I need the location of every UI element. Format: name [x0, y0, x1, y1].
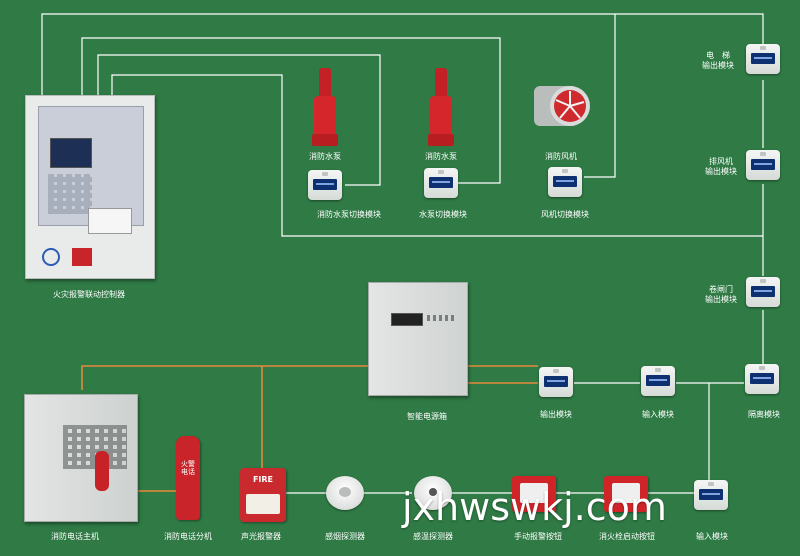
phone-handset-icon	[95, 451, 109, 491]
shutter-door-output-module	[746, 277, 780, 307]
input-module-label: 输入模块	[642, 410, 674, 419]
controller-keypad	[48, 174, 92, 214]
smoke-detector	[326, 476, 364, 510]
water-pump-switch-module	[424, 168, 458, 198]
isolation-module-label: 隔离模块	[748, 410, 780, 419]
heat-detector-label: 感温探测器	[413, 532, 453, 541]
heat-detector	[414, 476, 452, 510]
pump2-label: 消防水泵	[425, 152, 457, 161]
fire-phone-extension: 火警电话	[176, 436, 200, 520]
power-box-display	[391, 313, 423, 326]
controller-label: 火灾报警联动控制器	[53, 290, 125, 299]
manual-alarm-button	[512, 476, 556, 512]
wire-main-loop	[111, 74, 763, 237]
intelligent-power-box	[368, 282, 468, 396]
exhaust-module-label: 排风机 输出模块	[705, 157, 737, 176]
fire-pump-1	[312, 68, 338, 148]
elevator-module-label: 电 梯 输出模块	[702, 51, 734, 70]
watermark-text: jxhwswkj.com	[402, 485, 667, 529]
sounder-label: 声光报警器	[241, 532, 281, 541]
ccc-logo-icon	[42, 248, 60, 266]
phone-host-label: 消防电话主机	[51, 532, 99, 541]
smoke-detector-label: 感烟探测器	[325, 532, 365, 541]
power-box-label: 智能电源箱	[407, 412, 447, 421]
certification-logo-icon	[72, 248, 92, 266]
pump-switch-module	[308, 170, 342, 200]
shutter-module-label: 卷闸门 输出模块	[705, 285, 737, 304]
hydrant-button-label: 消火栓启动按钮	[599, 532, 655, 541]
pump1-label: 消防水泵	[309, 152, 341, 161]
wire-pump1-module	[97, 54, 381, 186]
controller-screen	[50, 138, 92, 168]
input-module	[641, 366, 675, 396]
input-module-bottom	[694, 480, 728, 510]
fire-pump-2	[428, 68, 454, 148]
fan-label: 消防风机	[545, 152, 577, 161]
hydrant-start-button	[604, 476, 648, 512]
wire-pump2-module	[81, 37, 501, 184]
fan-switch-module	[548, 167, 582, 197]
sounder-strobe: FIRE	[240, 468, 286, 522]
wire-right-bus	[615, 13, 764, 44]
fire-fan	[534, 86, 590, 126]
output-module-label: 输出模块	[540, 410, 572, 419]
output-module	[539, 367, 573, 397]
elevator-output-module	[746, 44, 780, 74]
fire-phone-host	[24, 394, 138, 522]
water-pump-switch-module-label: 水泵切换模块	[419, 210, 467, 219]
pump-switch-module-label: 消防水泵切换模块	[317, 210, 381, 219]
phone-ext-label: 消防电话分机	[164, 532, 212, 541]
fire-alarm-controller	[25, 95, 155, 279]
sounder-fire-text: FIRE	[252, 475, 274, 484]
input-module-bottom-label: 输入模块	[696, 532, 728, 541]
wire-phone-bus	[81, 365, 538, 390]
manual-button-label: 手动报警按钮	[514, 532, 562, 541]
phone-ext-text: 火警电话	[181, 460, 195, 476]
isolation-module	[745, 364, 779, 394]
controller-printer	[88, 208, 132, 234]
fan-switch-module-label: 风机切换模块	[541, 210, 589, 219]
exhaust-fan-output-module	[746, 150, 780, 180]
